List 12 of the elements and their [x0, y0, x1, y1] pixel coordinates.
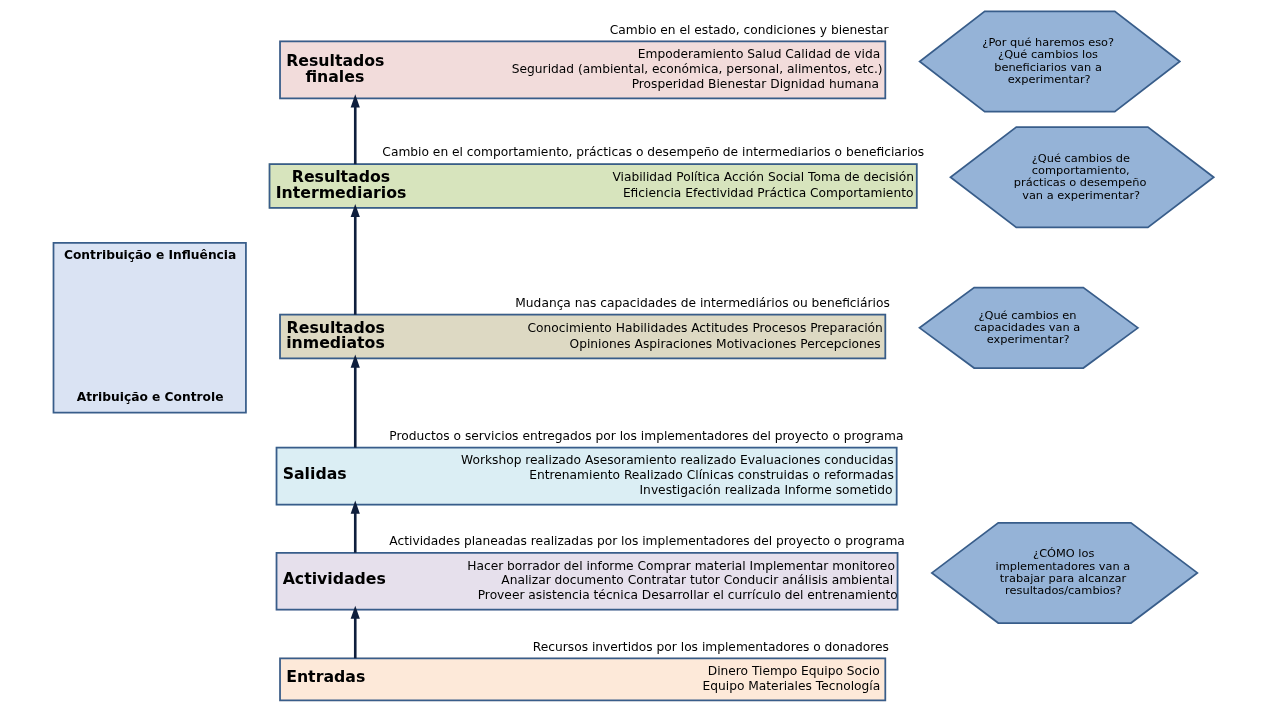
arrow: [350, 500, 360, 553]
arrow: [350, 94, 360, 165]
node-label: Cambio en el estado, condiciones y bienestar: [609, 22, 889, 37]
node-label: Actividades planeadas realizadas por los implementadores del proyecto o programa: [388, 534, 905, 549]
arrow: [350, 354, 360, 448]
arrow: [350, 605, 360, 659]
node-label: Productos o servicios entregados por los implementadores del proyecto o programa: [388, 428, 904, 443]
node-label: Cambio en el comportamiento, prácticas o desempeño de intermediarios o beneficiarios: [381, 145, 924, 160]
node-label: Recursos invertidos por los implementadores o donadores: [532, 639, 889, 654]
node-box: Contribuição e Influência Atribuição e Controle: [52, 242, 247, 414]
node-label: Mudança nas capacidades de intermediários ou beneficiários: [514, 296, 890, 311]
arrow: [350, 203, 360, 315]
